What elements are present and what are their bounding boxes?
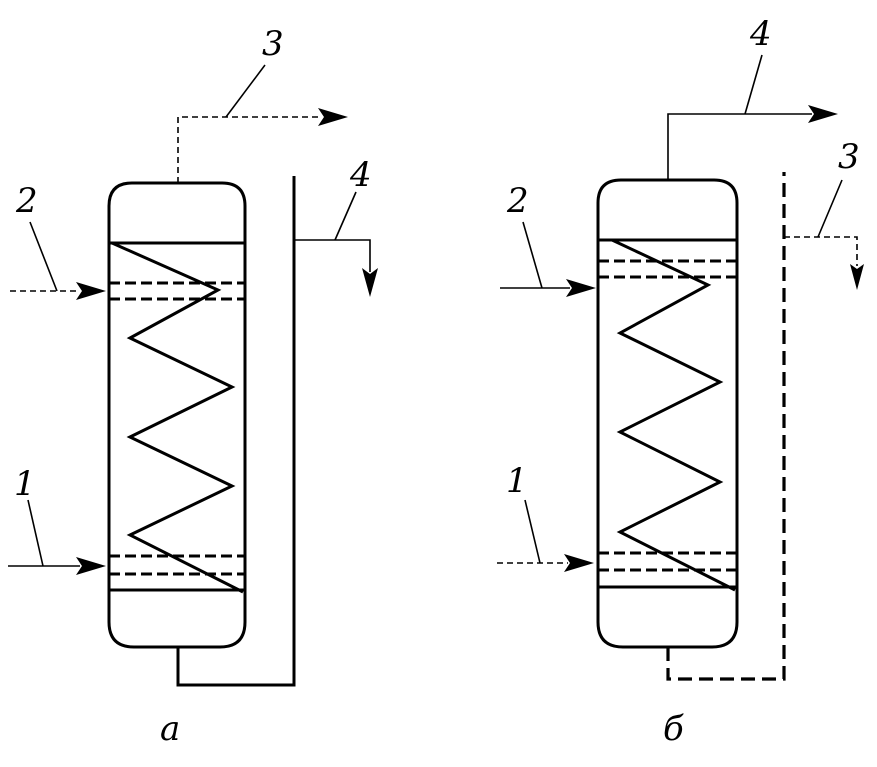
label-1-b: 1: [506, 461, 528, 501]
leader-4-a: [334, 191, 357, 241]
label-4-a: 4: [349, 155, 372, 195]
leader-2-b: [522, 221, 543, 289]
vessel-b: [596, 178, 739, 649]
side-outlet-arrowhead-a: [362, 268, 378, 297]
label-3-b: 3: [838, 137, 860, 177]
side-outlet-line-b: [784, 236, 858, 266]
label-2-a: 2: [15, 181, 38, 221]
vessel-a: [107, 181, 247, 649]
leader-3-b: [817, 179, 843, 238]
leader-2-a: [29, 221, 58, 292]
bottom-riser-pipe-b: [666, 172, 786, 681]
side-outlet-arrowhead-b: [850, 264, 864, 290]
zigzag-coil-a: [111, 241, 244, 594]
caption-b: б: [663, 709, 684, 749]
leader-1-a: [27, 499, 44, 567]
panel-a: 3 4 2 1 а: [8, 24, 378, 749]
inlet-2-arrowhead-a: [76, 282, 106, 300]
top-outlet-arrowhead-b: [808, 105, 838, 123]
leader-1-b: [524, 499, 541, 564]
top-outlet-line-a: [177, 116, 322, 183]
top-outlet-arrowhead-a: [318, 108, 348, 126]
label-3-a: 3: [262, 24, 284, 64]
zigzag-coil-b: [611, 238, 736, 592]
leader-3-a: [225, 64, 266, 118]
top-outlet-line-b: [667, 113, 812, 180]
panel-b: 4 3 2 1 б: [497, 14, 864, 749]
label-4-b: 4: [749, 14, 772, 54]
label-1-a: 1: [14, 464, 36, 504]
side-outlet-line-a: [294, 239, 371, 272]
caption-a: а: [160, 709, 180, 749]
inlet-2-arrowhead-b: [566, 279, 596, 297]
label-2-b: 2: [506, 181, 529, 221]
inlet-1-arrowhead-a: [76, 557, 106, 575]
bottom-riser-pipe-a: [176, 176, 296, 687]
inlet-1-arrowhead-b: [564, 554, 594, 572]
leader-4-b: [744, 54, 763, 115]
